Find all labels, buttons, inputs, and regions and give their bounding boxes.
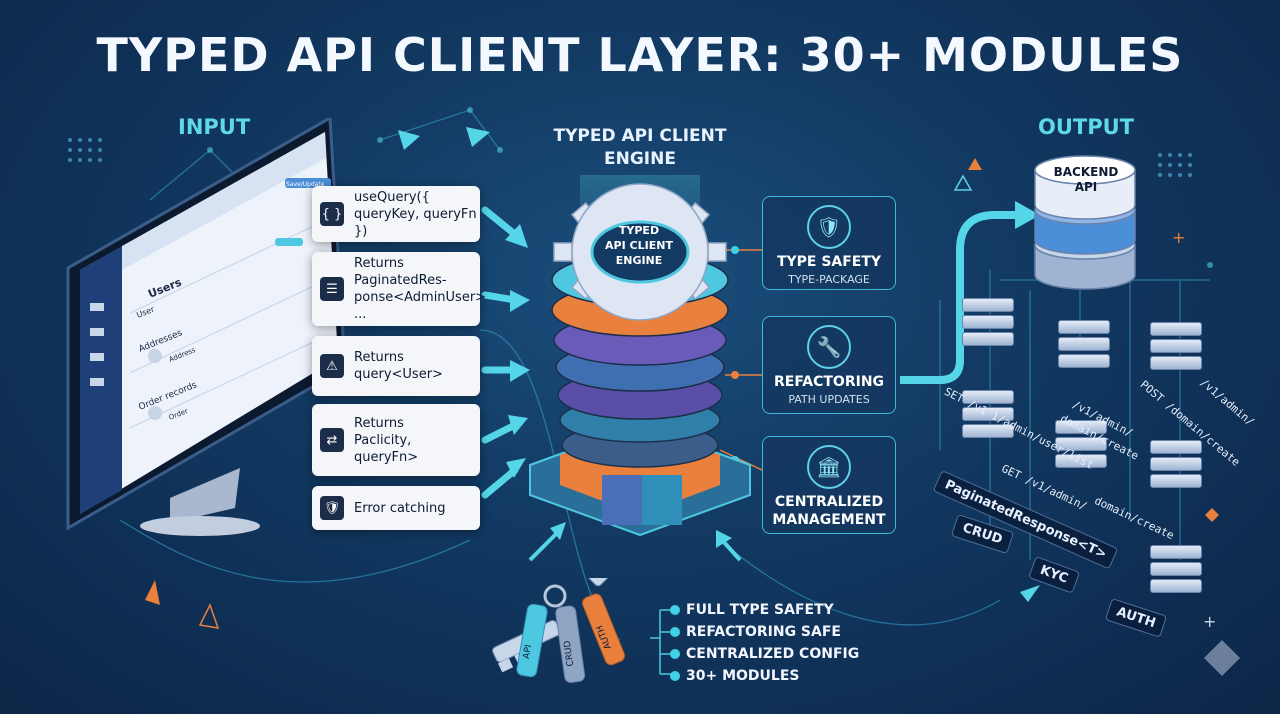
key-label: API (522, 644, 534, 660)
key-label: CRUD (563, 640, 577, 667)
backend-database-icon (1034, 155, 1136, 290)
keys-illustration: API CRUD AUTH (492, 578, 626, 683)
feature-centralized-management: 🏛 CENTRALIZED MANAGEMENT (762, 436, 896, 534)
list-icon: ☰ (320, 277, 344, 301)
engine-gear-stack (529, 175, 751, 537)
feature-refactoring: 🔧 REFACTORING PATH UPDATES (762, 316, 896, 414)
braces-icon: { } (320, 202, 344, 226)
server-icon (962, 298, 1014, 349)
wrench-icon: 🔧 (807, 325, 851, 369)
input-card-usequery[interactable]: { } useQuery({queryKey, queryFn }) (312, 186, 480, 242)
server-icon (1150, 440, 1202, 491)
server-icon (1150, 545, 1202, 596)
svg-text:+: + (1203, 612, 1216, 631)
server-icon (1150, 322, 1202, 373)
institution-icon: 🏛 (807, 445, 851, 489)
feature-type-safety: 🛡 TYPE SAFETY TYPE-PACKAGE (762, 196, 896, 290)
benefit-item: 30+ MODULES (669, 668, 800, 684)
shield-check-icon: 🛡 (807, 205, 851, 249)
shield-icon: 🛡 (320, 496, 344, 520)
monitor-illustration: Save/Update Users Addresses Order record… (66, 118, 347, 536)
transfer-icon: ⇄ (320, 428, 344, 452)
server-icon (1058, 320, 1110, 371)
benefit-item: FULL TYPE SAFETY (670, 602, 834, 618)
benefit-bracket (650, 609, 676, 675)
server-icon (1055, 420, 1107, 471)
svg-text:+: + (1172, 228, 1185, 247)
server-icon (962, 390, 1014, 441)
input-label: INPUT (178, 115, 251, 139)
warning-icon: ⚠ (320, 354, 344, 378)
output-label: OUTPUT (1038, 115, 1134, 139)
page-title: TYPED API CLIENT LAYER: 30+ MODULES (96, 28, 1184, 82)
benefit-item: CENTRALIZED CONFIG (669, 646, 860, 662)
input-card-error-catching[interactable]: 🛡 Error catching (312, 486, 480, 530)
benefit-item: REFACTORING SAFE (670, 624, 841, 640)
monitor-button-text: Save/Update (286, 181, 325, 188)
